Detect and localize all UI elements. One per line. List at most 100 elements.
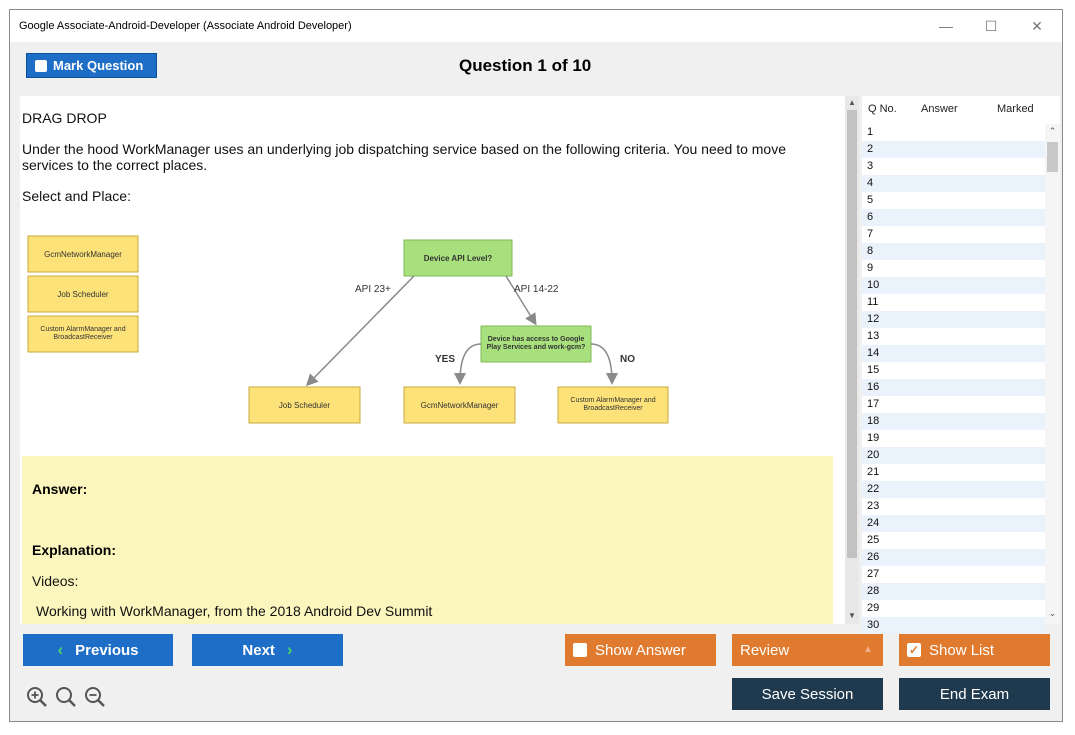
end-exam-button[interactable]: End Exam: [899, 678, 1050, 710]
question-list-row[interactable]: 1: [867, 126, 874, 138]
source-box-gcm[interactable]: [27, 235, 139, 273]
minimize-icon[interactable]: —: [939, 18, 953, 34]
scroll-thumb[interactable]: [847, 110, 857, 558]
question-list-row[interactable]: 17: [867, 398, 880, 410]
source-box-jobscheduler[interactable]: [27, 275, 139, 313]
previous-button[interactable]: ‹ Previous: [23, 634, 173, 666]
question-list-row[interactable]: 22: [862, 481, 1045, 498]
next-button[interactable]: Next ›: [192, 634, 343, 666]
edge-label-left: API 23+: [355, 284, 391, 295]
question-list-header: Q No. Answer Marked: [862, 96, 1060, 122]
question-list-row[interactable]: 23: [867, 500, 880, 512]
question-list-row[interactable]: 11: [867, 296, 879, 308]
list-scroll-down-icon[interactable]: ⌄: [1048, 608, 1057, 618]
question-list-row[interactable]: 7: [867, 228, 874, 240]
question-list-row[interactable]: 18: [862, 413, 1045, 430]
show-list-button[interactable]: ✓ Show List: [899, 634, 1050, 666]
no-label: NO: [620, 354, 635, 365]
question-list-row[interactable]: 28: [862, 583, 1045, 600]
source-label-1: GcmNetworkManager: [44, 249, 122, 259]
previous-label: Previous: [75, 641, 139, 659]
window-title: Google Associate-Android-Developer (Asso…: [19, 20, 352, 32]
drag-drop-diagram: [27, 235, 669, 424]
title-bar: Google Associate-Android-Developer (Asso…: [10, 10, 1062, 42]
show-answer-checkbox[interactable]: [573, 643, 587, 657]
question-list-row[interactable]: 24: [862, 515, 1045, 532]
root-decision-box: [403, 239, 513, 277]
check-icon[interactable]: ✓: [907, 643, 921, 657]
question-content: DRAG DROP Under the hood WorkManager use…: [20, 96, 845, 624]
decision-label: Device has access to Google Play Service…: [486, 336, 586, 351]
show-answer-label: Show Answer: [595, 641, 686, 659]
question-list-row[interactable]: 8: [862, 243, 1045, 260]
source-label-2: Job Scheduler: [57, 289, 109, 299]
arrow-no: [590, 343, 618, 385]
question-list-row[interactable]: 2: [862, 141, 1045, 158]
mark-question-button[interactable]: Mark Question: [26, 53, 157, 78]
question-list-row[interactable]: 15: [867, 364, 880, 376]
question-list-row[interactable]: 10: [862, 277, 1045, 294]
col-marked[interactable]: Marked: [997, 103, 1034, 115]
chevron-right-icon: ›: [286, 640, 293, 659]
question-list-row[interactable]: 29: [867, 602, 880, 614]
question-list-row[interactable]: 16: [862, 379, 1045, 396]
zoom-out-icon[interactable]: [84, 686, 106, 708]
question-list-row[interactable]: 3: [867, 160, 874, 172]
answer-label: Answer:: [32, 481, 88, 497]
target-label-2: GcmNetworkManager: [420, 400, 499, 410]
question-list-row[interactable]: 12: [862, 311, 1045, 328]
dropdown-arrow-icon: ▲: [863, 644, 873, 655]
zoom-reset-icon[interactable]: [55, 686, 77, 708]
question-type: DRAG DROP: [22, 110, 107, 126]
question-header: Mark Question Question 1 of 10: [10, 42, 1062, 87]
instruction-text: Select and Place:: [22, 188, 131, 204]
review-dropdown[interactable]: Review ▲: [732, 634, 883, 666]
gps-decision-box: [480, 325, 592, 363]
arrow-yes: [454, 343, 482, 385]
question-list-row[interactable]: 4: [862, 175, 1045, 192]
question-list-row[interactable]: 27: [867, 568, 880, 580]
content-scrollbar[interactable]: ▲ ▼: [845, 96, 859, 624]
source-box-alarmmanager[interactable]: [27, 315, 139, 353]
zoom-in-icon[interactable]: [26, 686, 48, 708]
target-box-1[interactable]: [248, 386, 361, 424]
list-scroll-thumb[interactable]: [1047, 142, 1058, 172]
show-list-label: Show List: [929, 641, 995, 659]
app-window: Google Associate-Android-Developer (Asso…: [9, 9, 1063, 722]
edge-label-right: API 14-22: [514, 284, 559, 295]
arrow-api23: [305, 275, 415, 387]
list-scroll-up-icon[interactable]: ⌃: [1048, 126, 1057, 136]
end-exam-label: End Exam: [939, 685, 1010, 703]
question-counter: Question 1 of 10: [459, 56, 592, 75]
target-box-2[interactable]: [403, 386, 516, 424]
maximize-icon[interactable]: ☐: [984, 18, 998, 34]
col-answer[interactable]: Answer: [921, 103, 958, 115]
question-list-row[interactable]: 6: [862, 209, 1045, 226]
question-list-row[interactable]: 9: [867, 262, 874, 274]
close-icon[interactable]: ✕: [1031, 18, 1043, 34]
list-scrollbar[interactable]: ⌃ ⌄: [1045, 124, 1060, 624]
question-list-row[interactable]: 26: [862, 549, 1045, 566]
show-answer-button[interactable]: Show Answer: [565, 634, 716, 666]
question-list-row[interactable]: 14: [862, 345, 1045, 362]
target-label-1: Job Scheduler: [278, 400, 331, 410]
source-label-3: Custom AlarmManager and BroadcastReceive…: [40, 326, 126, 341]
question-list-row[interactable]: 20: [862, 447, 1045, 464]
review-label: Review: [740, 641, 790, 659]
question-list-row[interactable]: 21: [867, 466, 880, 478]
target-box-3[interactable]: [557, 386, 669, 424]
videos-label: Videos:: [32, 573, 79, 589]
scroll-down-icon[interactable]: ▼: [848, 611, 856, 620]
question-list-row[interactable]: 13: [867, 330, 880, 342]
col-qno[interactable]: Q No.: [868, 103, 897, 115]
answer-section: Answer: Explanation: Videos: Working wit…: [22, 456, 833, 624]
explanation-label: Explanation:: [32, 542, 117, 558]
question-text: Under the hood WorkManager uses an under…: [22, 141, 786, 173]
question-list-row[interactable]: 30: [862, 617, 1045, 634]
question-list-row[interactable]: 25: [867, 534, 880, 546]
scroll-up-icon[interactable]: ▲: [848, 98, 856, 107]
save-session-button[interactable]: Save Session: [732, 678, 883, 710]
question-list-row[interactable]: 5: [867, 194, 874, 206]
question-list-row[interactable]: 19: [867, 432, 880, 444]
